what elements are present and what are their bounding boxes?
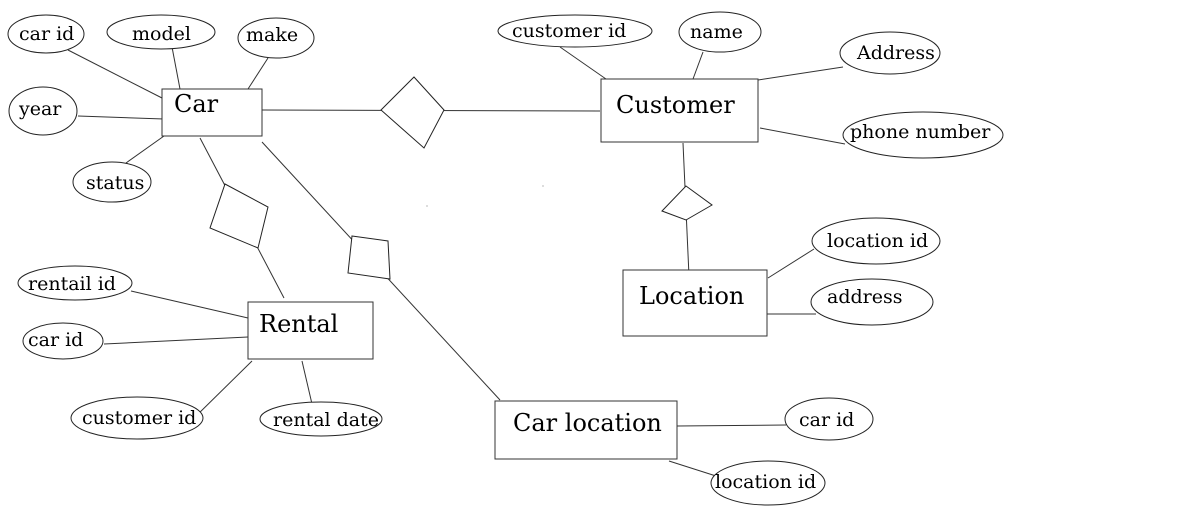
line-car-carid bbox=[67, 49, 163, 99]
entity-box bbox=[247, 301, 374, 360]
line-customer-id bbox=[559, 46, 607, 80]
line-rental-id bbox=[130, 290, 249, 319]
attr-customer-id bbox=[497, 14, 653, 48]
entity-customer: Customer bbox=[600, 78, 759, 143]
entity-box bbox=[622, 269, 768, 337]
line-location-id bbox=[767, 248, 815, 279]
line-rental-date bbox=[301, 360, 313, 405]
attr-rental-carid bbox=[22, 322, 104, 360]
attr-label: year bbox=[18, 98, 62, 120]
rel-car-rental bbox=[209, 183, 269, 249]
attr-label: customer id bbox=[82, 407, 196, 429]
attr-car-id bbox=[7, 14, 85, 54]
attr-label: model bbox=[132, 23, 191, 45]
line-car-status bbox=[125, 135, 165, 164]
speck bbox=[426, 205, 428, 207]
line-carloc-carid bbox=[676, 424, 787, 427]
attr-label: Address bbox=[856, 42, 935, 64]
line-carloc-locationid bbox=[668, 460, 717, 477]
attr-label: phone number bbox=[850, 121, 991, 143]
attr-rental-date bbox=[259, 401, 383, 437]
line-car-make bbox=[247, 57, 269, 90]
entity-rental: Rental bbox=[247, 301, 374, 360]
attr-label: car id bbox=[28, 329, 83, 351]
attr-location-id bbox=[811, 217, 941, 265]
attr-car-year bbox=[8, 86, 78, 136]
entity-label: Rental bbox=[259, 310, 338, 338]
line-rental-customerid bbox=[191, 360, 253, 421]
attr-label: address bbox=[827, 286, 902, 308]
attr-customer-phone bbox=[842, 111, 1004, 159]
entity-location: Location bbox=[622, 269, 768, 337]
line-car-year bbox=[77, 115, 165, 120]
attr-carloc-locationid bbox=[710, 460, 826, 506]
speck bbox=[542, 185, 544, 187]
line-customer-address bbox=[757, 66, 844, 81]
attr-label: rental date bbox=[273, 409, 379, 431]
entity-label: Customer bbox=[616, 91, 735, 119]
entity-box bbox=[161, 88, 263, 137]
rel-car-customer bbox=[380, 76, 445, 149]
attr-label: car id bbox=[19, 23, 74, 45]
line-customer-name bbox=[692, 51, 704, 80]
rel-car-carlocation bbox=[347, 235, 391, 280]
attr-label: location id bbox=[827, 230, 928, 252]
attr-rental-customerid bbox=[70, 396, 204, 440]
rel-customer-location bbox=[661, 185, 713, 221]
attr-car-model bbox=[106, 14, 216, 50]
entity-label: Location bbox=[639, 282, 744, 310]
attr-customer-name bbox=[678, 11, 762, 53]
attr-car-make bbox=[237, 17, 315, 59]
attr-rental-id bbox=[17, 265, 133, 301]
line-rental-carid bbox=[103, 336, 249, 345]
entity-box bbox=[600, 78, 759, 143]
relationships bbox=[209, 76, 713, 280]
attr-label: rentail id bbox=[28, 273, 116, 295]
attr-location-address bbox=[810, 278, 934, 326]
entity-label: Car bbox=[174, 90, 219, 118]
attr-label: status bbox=[86, 172, 144, 194]
attr-car-status bbox=[72, 161, 152, 203]
attr-label: make bbox=[246, 24, 298, 46]
line-car-model bbox=[171, 46, 181, 90]
attr-label: car id bbox=[799, 409, 854, 431]
attr-label: customer id bbox=[512, 20, 626, 42]
entity-box bbox=[494, 400, 678, 460]
attr-carloc-carid bbox=[784, 397, 874, 441]
entity-label: Car location bbox=[513, 409, 662, 437]
entity-car: Car bbox=[161, 88, 263, 137]
entity-car-location: Car location bbox=[494, 400, 678, 460]
attr-label: location id bbox=[715, 471, 816, 493]
attr-customer-address bbox=[839, 31, 941, 75]
line-customer-phone bbox=[759, 127, 846, 145]
attributes: car id model make year status customer i… bbox=[7, 11, 1004, 506]
attr-label: name bbox=[690, 21, 743, 43]
